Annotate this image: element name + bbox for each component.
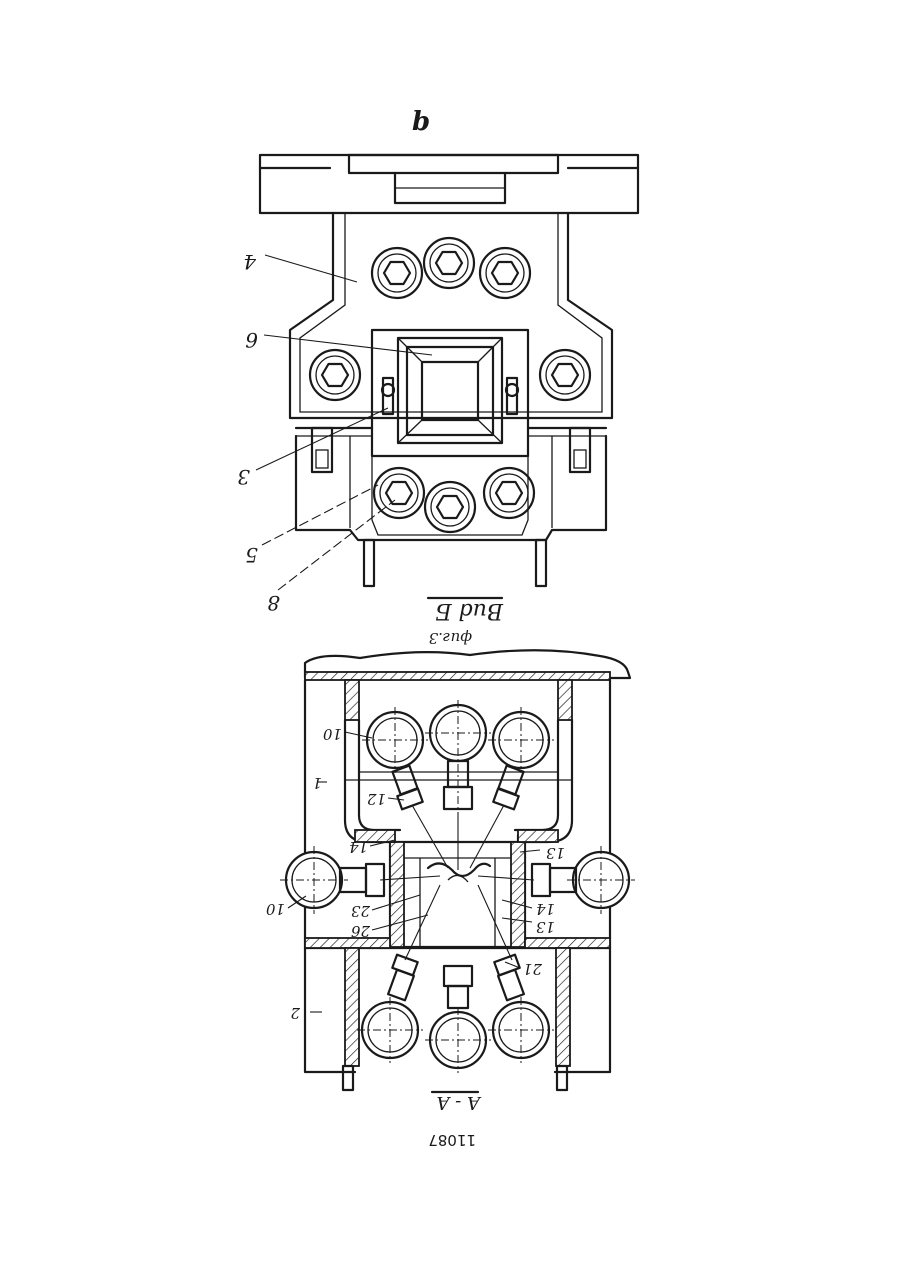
nozzle-lower-center <box>425 966 491 1073</box>
bolt-row-upper <box>372 238 530 298</box>
callout-14a: 14 <box>349 838 368 856</box>
panel-letter: b <box>412 107 430 137</box>
callout-1: 1 <box>312 774 322 792</box>
callout-8: 8 <box>267 591 280 615</box>
view-b-drawing: 4 6 3 5 8 Bud Б <box>237 155 638 623</box>
callout-2: 2 <box>290 1004 301 1022</box>
nozzle-upper-right <box>488 707 554 809</box>
nozzle-upper-center <box>425 700 491 815</box>
callout-4: 4 <box>243 250 257 274</box>
page-number: 11087 <box>428 1131 476 1149</box>
section-aa-drawing: 10 1 12 14 13 10 23 26 14 13 21 2 A - A <box>265 650 635 1113</box>
callout-10b: 10 <box>265 900 285 918</box>
callout-13b: 13 <box>536 918 555 936</box>
nozzle-lower-left <box>357 955 423 1063</box>
callout-12: 12 <box>367 790 386 808</box>
figure-caption: фиг.3 <box>429 629 472 647</box>
bolt-row-lower <box>374 468 534 532</box>
nozzle-lower-right <box>488 955 554 1063</box>
callout-5: 5 <box>245 543 258 567</box>
callout-23: 23 <box>351 902 371 920</box>
callout-14b: 14 <box>536 900 555 918</box>
bolt-pair-side <box>310 350 590 400</box>
callout-13a: 13 <box>546 844 565 862</box>
callout-26: 26 <box>350 922 371 940</box>
callout-21: 21 <box>523 960 543 978</box>
callout-6: 6 <box>245 328 258 352</box>
section-aa-caption: A - A <box>436 1092 482 1113</box>
callout-3: 3 <box>237 465 250 489</box>
callout-10a: 10 <box>322 725 342 743</box>
view-b-caption: Bud Б <box>435 598 504 623</box>
